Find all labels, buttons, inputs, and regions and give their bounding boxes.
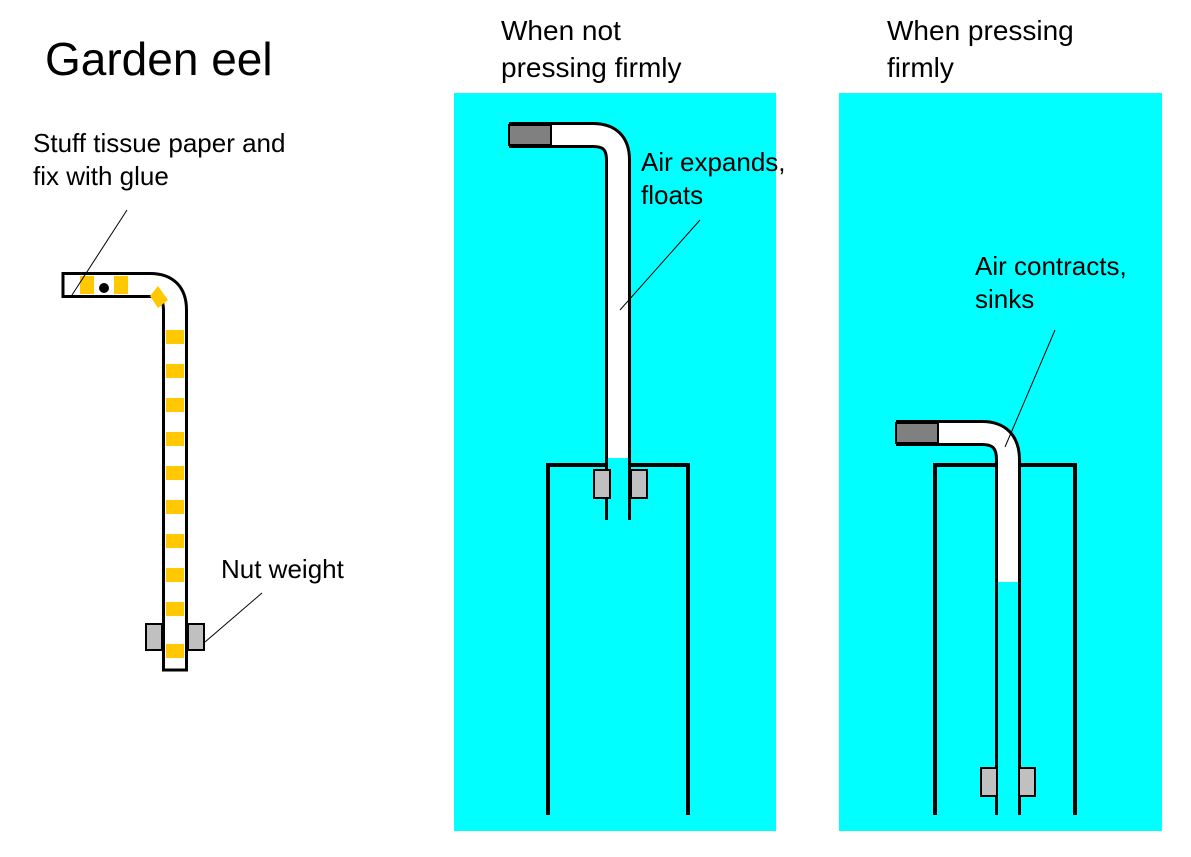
leader-weight — [204, 592, 263, 643]
tube-cap-right — [895, 422, 939, 444]
right-tube — [895, 329, 1056, 815]
nut-right-right — [1018, 767, 1036, 797]
label-nut-weight: Nut weight — [221, 554, 344, 584]
nut-mid-right — [630, 469, 648, 499]
eel-stripes — [80, 276, 184, 658]
leader-tissue — [71, 209, 128, 296]
striped-eel — [61, 209, 263, 672]
label-tissue-paper: Stuff tissue paper and fix with glue — [33, 128, 286, 192]
heading-not-pressing: When not pressing firmly — [501, 15, 682, 83]
nut-right-left — [980, 767, 998, 797]
label-air-contracts: Air contracts, sinks — [975, 251, 1127, 315]
nut-mid-left — [593, 469, 611, 499]
page-title: Garden eel — [45, 33, 273, 85]
nut-weight-left — [145, 623, 163, 651]
leader-contracts — [1004, 329, 1056, 448]
leader-expands — [619, 219, 701, 311]
heading-pressing: When pressing firmly — [887, 15, 1074, 83]
nut-weight-right — [187, 623, 205, 651]
eel-eye-icon — [99, 283, 109, 293]
middle-bottle — [546, 463, 690, 815]
middle-tube — [508, 122, 701, 520]
tube-cap — [508, 124, 552, 146]
label-air-expands: Air expands, floats — [641, 147, 786, 211]
right-bottle — [933, 463, 1077, 815]
